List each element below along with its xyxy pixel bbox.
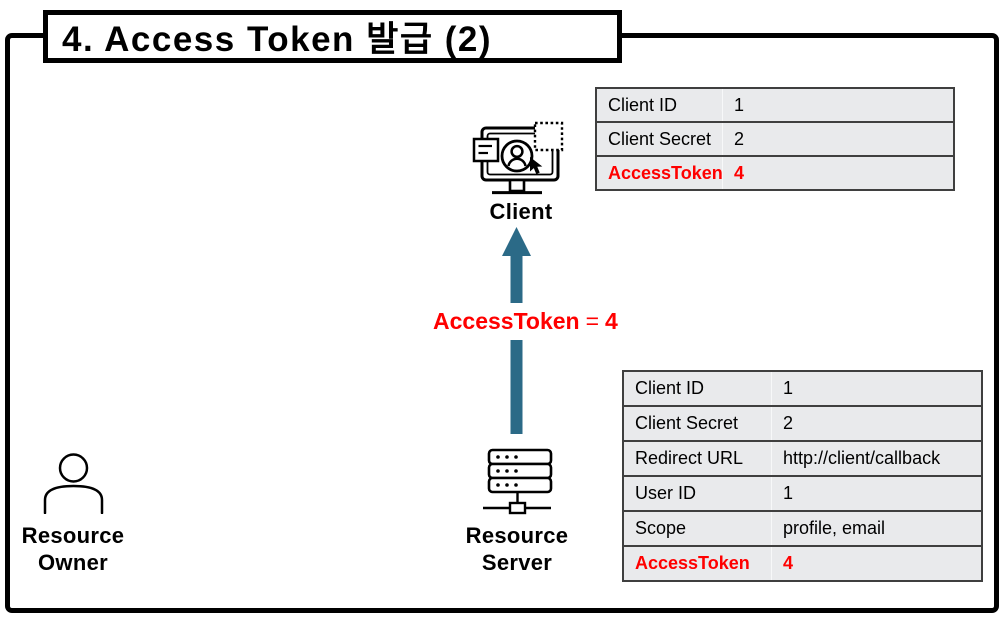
table-cell-field: Client Secret: [597, 123, 723, 155]
table-cell-value: 2: [783, 413, 794, 433]
arrow-up-icon: [502, 227, 531, 434]
table-cell-value: http://client/callback: [783, 448, 941, 468]
resource-server-label: Resource Server: [465, 523, 569, 575]
table-cell-field: User ID: [624, 477, 772, 510]
table-row: Redirect URL http://client/callback: [624, 442, 981, 475]
table-cell-field: AccessToken: [597, 157, 723, 189]
table-cell-value: 4: [783, 553, 794, 573]
table-cell-field: Client Secret: [624, 407, 772, 440]
table-cell-field: Client ID: [597, 89, 723, 121]
table-row: Client ID 1: [597, 89, 953, 121]
client-info-table: Client ID 1 Client Secret 2 AccessToken …: [595, 87, 955, 191]
table-row: User ID 1: [624, 477, 981, 510]
server-info-table: Client ID 1 Client Secret 2 Redirect URL…: [622, 370, 983, 582]
table-row: Client Secret 2: [597, 123, 953, 155]
monitor-user-icon: [472, 121, 564, 195]
table-row: Client Secret 2: [624, 407, 981, 440]
person-icon: [43, 453, 104, 514]
table-cell-field: Client ID: [624, 372, 772, 405]
table-cell-value: profile, email: [783, 518, 886, 538]
page-title: 4. Access Token 발급 (2): [62, 20, 493, 59]
table-cell-value: 4: [734, 162, 745, 183]
table-cell-field: Scope: [624, 512, 772, 545]
server-stack-icon: [483, 448, 553, 515]
table-row: AccessToken 4: [597, 157, 953, 189]
access-token-arrow-label: AccessToken=4: [424, 303, 627, 340]
table-row: Scope profile, email: [624, 512, 981, 545]
table-cell-value: 1: [734, 94, 745, 115]
resource-owner-label: Resource Owner: [21, 523, 125, 575]
table-row: AccessToken 4: [624, 547, 981, 580]
table-cell-value: 1: [783, 483, 794, 503]
table-row: Client ID 1: [624, 372, 981, 405]
table-cell-field: AccessToken: [624, 547, 772, 580]
table-cell-field: Redirect URL: [624, 442, 772, 475]
title-box: 4. Access Token 발급 (2): [43, 10, 622, 63]
table-cell-value: 1: [783, 378, 794, 398]
table-cell-value: 2: [734, 128, 745, 149]
client-label: Client: [489, 199, 553, 224]
